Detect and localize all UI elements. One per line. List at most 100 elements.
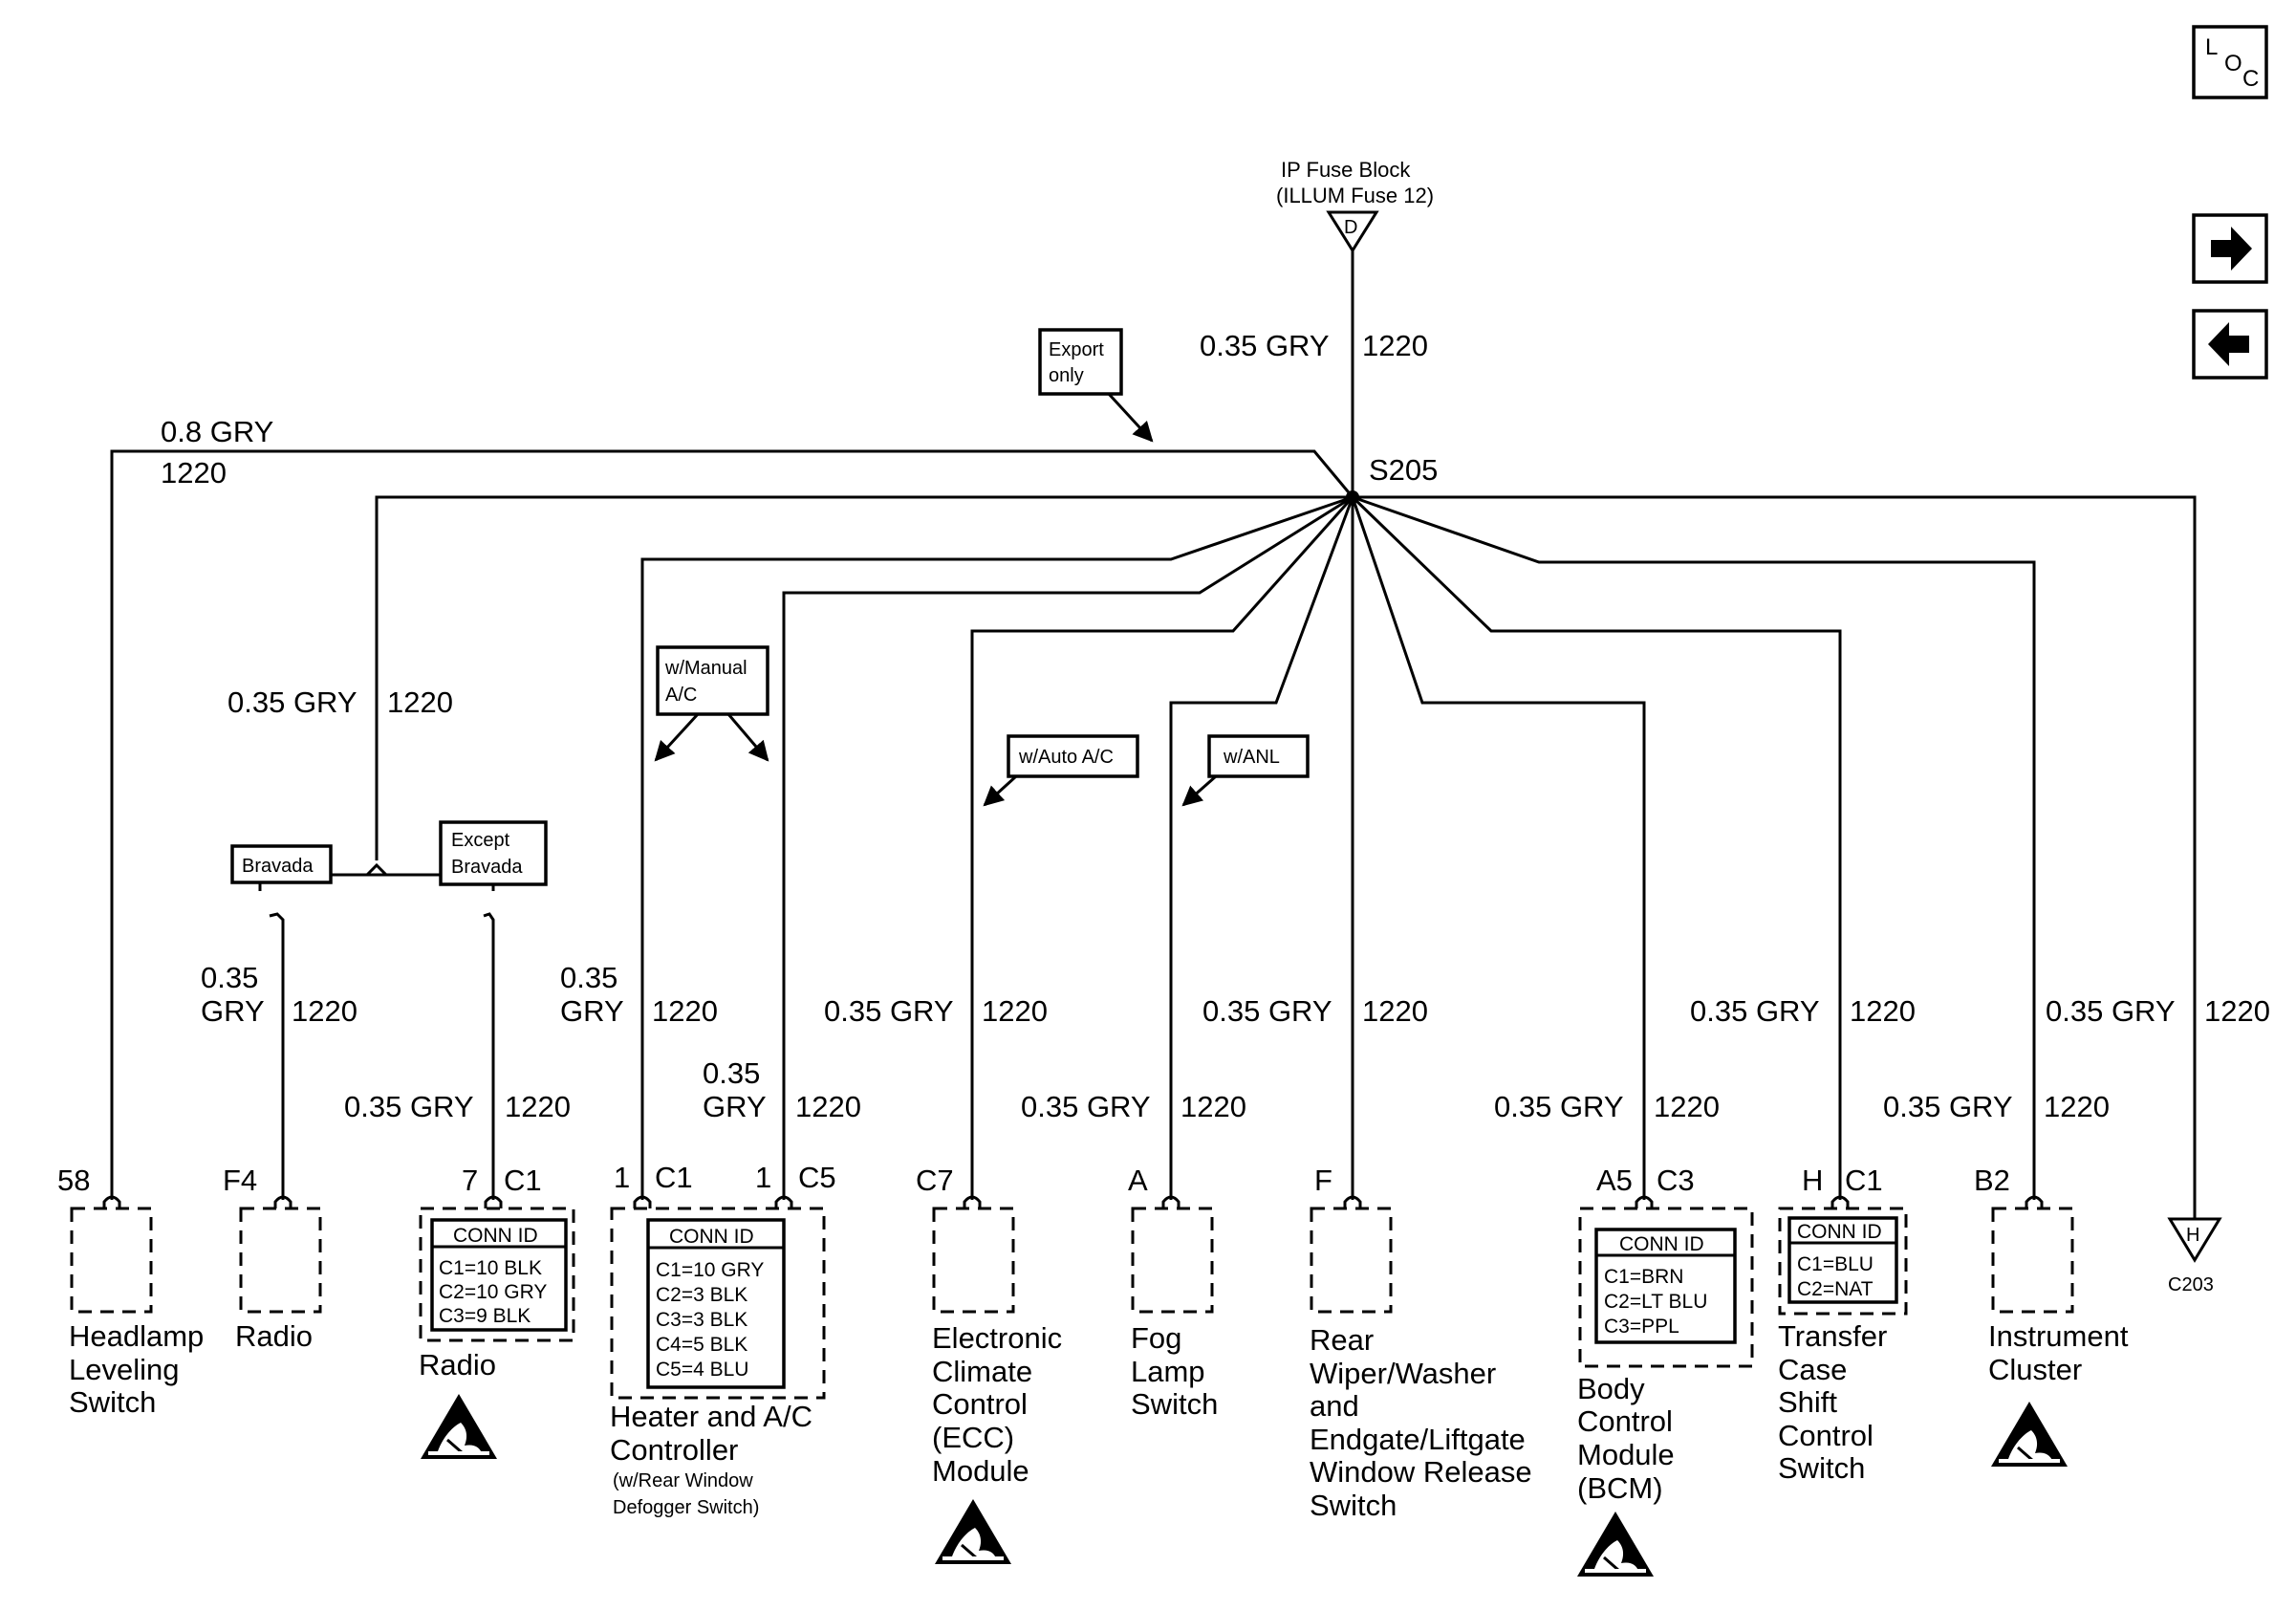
fog-wire-size: 0.35 GRY (1021, 1090, 1151, 1123)
component-rear-wiper-switch: F Rear Wiper/Washer and Endgate/Liftgate… (1310, 1164, 1532, 1522)
c203-wire-circuit: 1220 (2204, 994, 2270, 1028)
svg-text:Lamp: Lamp (1131, 1355, 1205, 1388)
svg-text:(ECC): (ECC) (932, 1421, 1014, 1454)
note-bravada: Bravada (230, 844, 333, 884)
radio-f4-wire-circuit: 1220 (292, 994, 357, 1028)
wire-c203 (1353, 495, 2197, 1219)
radio-f4-pin: F4 (223, 1164, 257, 1197)
cluster-wire-circuit: 1220 (2044, 1090, 2110, 1123)
hvac-c5-wire-size-2: GRY (703, 1090, 767, 1123)
previous-page-button[interactable] (2192, 309, 2268, 380)
wire-fog (1169, 496, 1354, 1200)
svg-text:C1=10 GRY: C1=10 GRY (656, 1259, 764, 1281)
component-headlamp-leveling-switch: 58 Headlamp Leveling Switch (57, 1164, 204, 1419)
radio-c1-wire-circuit: 1220 (505, 1090, 571, 1123)
note-except-bravada: Except Bravada (439, 820, 548, 886)
svg-text:Case: Case (1778, 1353, 1847, 1386)
esd-sensitive-icon (1989, 1400, 2069, 1469)
svg-text:w/Auto A/C: w/Auto A/C (1018, 747, 1114, 768)
svg-text:CONN ID: CONN ID (1797, 1221, 1882, 1243)
svg-text:Electronic: Electronic (932, 1321, 1062, 1355)
svg-text:Endgate/Liftgate: Endgate/Liftgate (1310, 1423, 1526, 1456)
note-anl: w/ANL (1181, 734, 1310, 807)
svg-text:Shift: Shift (1778, 1385, 1837, 1419)
headlamp-pin: 58 (57, 1164, 90, 1197)
hvac-c5-wire-size-1: 0.35 (703, 1056, 760, 1090)
ecc-pin: C7 (916, 1164, 954, 1197)
svg-text:C1=BLU: C1=BLU (1797, 1253, 1874, 1275)
svg-text:Rear: Rear (1310, 1323, 1374, 1357)
note-auto-ac: w/Auto A/C (983, 734, 1139, 807)
wire-headlamp (110, 449, 1354, 1200)
svg-text:Wiper/Washer: Wiper/Washer (1310, 1357, 1496, 1390)
loc-button[interactable]: L O C (2192, 25, 2268, 99)
component-ecc-module: C7 Electronic Climate Control (ECC) Modu… (916, 1164, 1062, 1488)
svg-text:Bravada: Bravada (451, 857, 523, 878)
svg-text:Control: Control (1778, 1419, 1874, 1452)
bcm-pin: A5 (1596, 1164, 1633, 1197)
svg-text:Heater and A/C: Heater and A/C (610, 1400, 812, 1433)
svg-text:Except: Except (451, 830, 510, 851)
ecc-wire-circuit: 1220 (982, 994, 1048, 1028)
esd-sensitive-icon (933, 1497, 1013, 1566)
svg-text:Radio: Radio (235, 1319, 313, 1353)
svg-text:Export: Export (1049, 339, 1104, 360)
cluster-pin: B2 (1974, 1164, 2010, 1197)
loc-letter-l: L (2205, 34, 2218, 60)
svg-text:CONN ID: CONN ID (669, 1226, 754, 1248)
hvac-c5-connector: C5 (798, 1161, 836, 1194)
svg-text:C2=10 GRY: C2=10 GRY (439, 1281, 547, 1303)
svg-text:Radio: Radio (419, 1348, 496, 1382)
svg-text:Module: Module (1577, 1438, 1675, 1471)
svg-text:Headlamp: Headlamp (69, 1319, 204, 1353)
fog-pin: A (1128, 1164, 1148, 1197)
fuse-terminal-letter: D (1344, 217, 1357, 238)
headlamp-wire-circuit: 1220 (161, 456, 227, 490)
svg-text:Instrument: Instrument (1988, 1319, 2129, 1353)
hvac-c1-pin: 1 (614, 1161, 630, 1194)
note-manual-ac: w/Manual A/C (654, 645, 769, 762)
fuse-terminal-symbol (1326, 210, 1379, 253)
svg-text:C3=9 BLK: C3=9 BLK (439, 1305, 531, 1327)
ecc-wire-size: 0.35 GRY (824, 994, 954, 1028)
svg-text:Body: Body (1577, 1372, 1645, 1405)
svg-text:and: and (1310, 1389, 1359, 1423)
c203-wire-size: 0.35 GRY (2046, 994, 2176, 1028)
bcm-wire-size: 0.35 GRY (1494, 1090, 1624, 1123)
svg-text:Switch: Switch (1310, 1489, 1397, 1522)
hvac-c1-connector: C1 (655, 1161, 693, 1194)
radio-f4-wire-size-2: GRY (201, 994, 265, 1028)
bcm-connector: C3 (1657, 1164, 1695, 1197)
c203-label: C203 (2168, 1274, 2214, 1295)
splice-label: S205 (1369, 453, 1438, 487)
svg-text:C5=4 BLU: C5=4 BLU (656, 1359, 748, 1381)
svg-text:Climate: Climate (932, 1355, 1032, 1388)
svg-text:C2=NAT: C2=NAT (1797, 1278, 1874, 1300)
svg-text:Switch: Switch (1778, 1451, 1865, 1485)
component-instrument-cluster: B2 Instrument Cluster (1974, 1164, 2129, 1386)
component-fog-lamp-switch: A Fog Lamp Switch (1128, 1164, 1218, 1421)
svg-text:A/C: A/C (665, 685, 697, 706)
svg-text:Transfer: Transfer (1778, 1319, 1887, 1353)
svg-text:C1=BRN: C1=BRN (1604, 1266, 1683, 1288)
next-page-button[interactable] (2192, 213, 2268, 284)
svg-text:Leveling: Leveling (69, 1353, 179, 1386)
svg-text:w/Manual: w/Manual (664, 658, 747, 679)
svg-text:Switch: Switch (69, 1385, 156, 1419)
cluster-wire-size: 0.35 GRY (1883, 1090, 2013, 1123)
rear-wire-circuit: 1220 (1362, 994, 1428, 1028)
svg-text:Controller: Controller (610, 1433, 738, 1467)
svg-text:Control: Control (1577, 1404, 1673, 1438)
component-body-control-module: A5 C3 CONN ID C1=BRN C2=LT BLU C3=PPL Bo… (1577, 1164, 1754, 1505)
transfer-pin: H (1802, 1164, 1823, 1197)
svg-text:only: only (1049, 365, 1084, 386)
hvac-c1-wire-size-1: 0.35 (560, 961, 617, 994)
esd-sensitive-icon (1575, 1510, 1656, 1578)
svg-text:C3=PPL: C3=PPL (1604, 1316, 1679, 1338)
c203-terminal: H (2186, 1225, 2199, 1246)
component-transfer-case-switch: H C1 CONN ID C1=BLU C2=NAT Transfer Case… (1778, 1164, 1908, 1485)
radio-c1-wire-size: 0.35 GRY (344, 1090, 474, 1123)
fog-wire-circuit: 1220 (1180, 1090, 1246, 1123)
svg-text:C4=5 BLK: C4=5 BLK (656, 1334, 747, 1356)
